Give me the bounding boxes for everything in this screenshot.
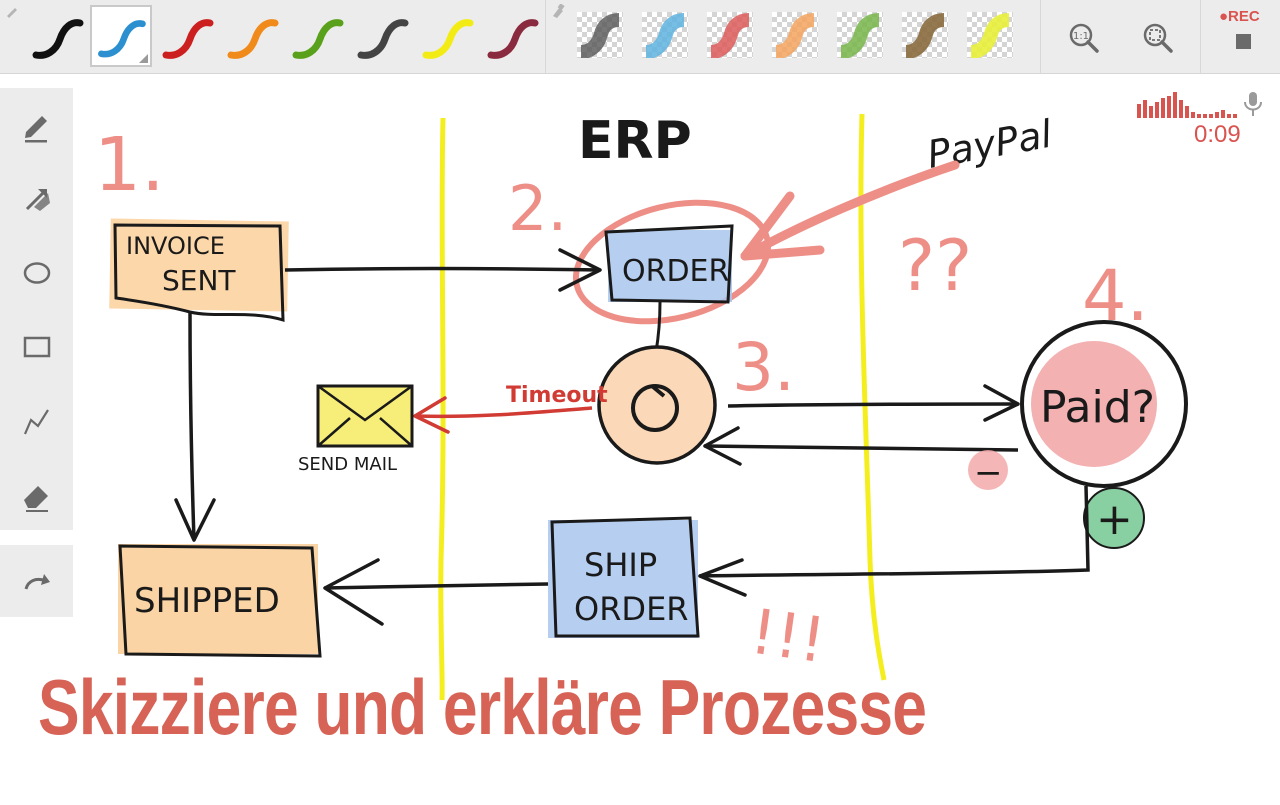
zoom-fit-icon[interactable]	[1142, 22, 1174, 59]
redo-icon[interactable]	[14, 559, 60, 605]
plus-badge	[1083, 487, 1145, 549]
timeout-arrowhead	[413, 396, 450, 434]
toolbar-divider	[1040, 0, 1041, 73]
step-number-3: 3.	[732, 329, 795, 406]
ship-note-border	[550, 516, 700, 638]
microphone-icon	[1244, 92, 1262, 116]
ship-note-fill	[548, 520, 698, 638]
tool-sidebar	[0, 88, 73, 530]
arrowhead	[983, 384, 1020, 422]
swimlane-divider-left	[438, 117, 446, 701]
envelope-flap	[317, 384, 413, 447]
order-label: ORDER	[622, 254, 729, 289]
toolbar-divider	[1200, 0, 1201, 73]
pen-orange[interactable]	[221, 5, 283, 67]
promo-caption: Skizziere und erkläre Prozesse	[38, 663, 927, 751]
invoice-line1: INVOICE	[126, 232, 225, 260]
rectangle-tool-icon[interactable]	[14, 324, 60, 370]
pen-red[interactable]	[156, 5, 218, 67]
arrow-ship-to-shipped	[324, 582, 549, 590]
drawing-canvas[interactable]: 1. 2. 3. 4. ERP PayPal ?? INVOICE SENT O…	[74, 74, 1280, 800]
swimlane-divider-right	[858, 113, 887, 681]
ship-line2: ORDER	[574, 590, 689, 628]
step-number-2: 2.	[508, 172, 567, 245]
shipped-note-fill	[118, 544, 318, 654]
paid-circle-fill	[1031, 341, 1157, 467]
ship-line1: SHIP	[584, 546, 657, 584]
sketch-layer: 1. 2. 3. 4. ERP PayPal ?? INVOICE SENT O…	[94, 92, 1262, 701]
highlighter-red[interactable]	[707, 12, 753, 58]
record-button[interactable]: ●REC	[1213, 6, 1273, 68]
invoice-note-fill	[109, 218, 289, 312]
arrow-invoice-to-order	[284, 266, 601, 272]
pen-blue-selected[interactable]	[90, 5, 152, 67]
timer-hand	[650, 384, 666, 398]
highlighter-yellow[interactable]	[967, 12, 1013, 58]
redo-panel	[0, 545, 73, 617]
eraser-tool-icon[interactable]	[14, 472, 60, 518]
exclamation-marks: !!!	[746, 595, 830, 678]
highlighter-green[interactable]	[837, 12, 883, 58]
paid-label: Paid?	[1040, 382, 1155, 433]
arrowhead	[703, 426, 742, 466]
audio-level-meter	[1137, 92, 1237, 118]
pen-dark-gray[interactable]	[351, 5, 413, 67]
toolbar: 1:1 ●REC	[0, 0, 1280, 74]
paid-circle-border	[1020, 320, 1188, 488]
highlighter-brown[interactable]	[902, 12, 948, 58]
arrowhead	[323, 558, 384, 626]
arrow-paid-to-ship	[699, 485, 1090, 578]
zoom-reset-icon[interactable]: 1:1	[1068, 22, 1100, 59]
erp-heading: ERP	[578, 111, 692, 171]
plus-label: +	[1096, 494, 1133, 545]
shipped-note-border	[118, 544, 322, 658]
pencil-tool-icon[interactable]	[14, 102, 60, 148]
shipped-label: SHIPPED	[134, 581, 280, 621]
zoom-reset-label: 1:1	[1073, 31, 1089, 42]
pen-green[interactable]	[286, 5, 348, 67]
toolbar-divider	[545, 0, 546, 73]
arrowhead	[558, 248, 602, 292]
order-timer-link	[654, 301, 662, 353]
pen-maroon[interactable]	[481, 5, 543, 67]
paypal-arrow	[740, 160, 960, 261]
recording-timer: 0:09	[1194, 121, 1241, 148]
ellipse-tool-icon[interactable]	[14, 250, 60, 296]
arrowhead	[174, 498, 216, 542]
arrow-timer-to-paid	[727, 402, 1019, 408]
polyline-tool-icon[interactable]	[14, 398, 60, 444]
step-number-1: 1.	[94, 122, 165, 208]
timer-circle	[597, 345, 717, 465]
order-note-fill	[608, 230, 732, 302]
pen-yellow[interactable]	[416, 5, 478, 67]
highlighter-gray[interactable]	[577, 12, 623, 58]
order-note-border	[604, 224, 734, 304]
arrow-invoice-to-shipped	[188, 311, 196, 541]
arrow-tool-icon[interactable]	[14, 176, 60, 222]
arrow-paid-to-timer	[704, 444, 1019, 452]
minus-badge	[968, 450, 1008, 490]
timeout-arrow	[414, 406, 593, 419]
rec-label: ●REC	[1219, 8, 1260, 25]
highlighter-blue[interactable]	[642, 12, 688, 58]
send-mail-label: SEND MAIL	[298, 454, 397, 475]
selected-corner-icon	[139, 54, 148, 63]
stop-icon[interactable]	[1236, 34, 1251, 49]
red-scribble-loop	[572, 199, 772, 325]
arrowhead	[698, 558, 747, 597]
paypal-arrowhead	[740, 191, 825, 261]
minus-label: −	[974, 453, 1003, 493]
invoice-line2: SENT	[162, 264, 236, 297]
question-marks: ??	[898, 225, 972, 307]
pen-section-icon	[5, 4, 19, 23]
pen-black[interactable]	[26, 5, 88, 67]
highlighter-orange[interactable]	[772, 12, 818, 58]
timeout-label: Timeout	[506, 383, 608, 408]
highlighter-section-icon	[550, 3, 566, 23]
